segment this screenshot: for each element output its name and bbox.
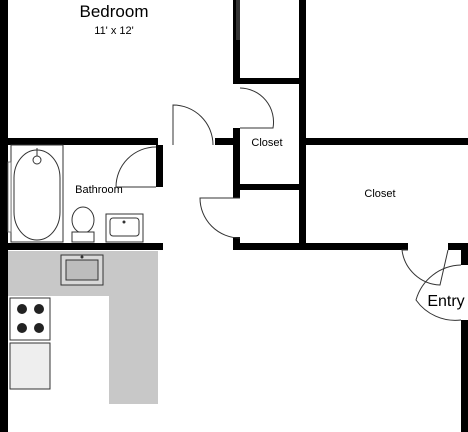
closet-door-lower [401, 249, 449, 286]
bathroom-label: Bathroom [75, 184, 123, 196]
bathroom-door [115, 146, 157, 188]
toilet [71, 206, 95, 243]
closet-door-right [199, 197, 241, 239]
bedroom-door [172, 104, 214, 146]
bedroom-dimensions: 11' x 12' [94, 25, 133, 37]
bathroom-sink [105, 213, 144, 243]
bathroom-window [7, 161, 12, 233]
stove [9, 297, 51, 341]
bedroom-label: Bedroom [80, 2, 149, 21]
doors [115, 87, 462, 321]
entry-door [415, 264, 462, 321]
dishwasher [9, 342, 51, 390]
kitchen-sink [60, 254, 104, 286]
entry-label: Entry [427, 293, 464, 310]
closet-right-label: Closet [364, 188, 395, 200]
closet-door-upper [239, 87, 275, 129]
kitchen-counter [8, 251, 158, 404]
closet-upper-label: Closet [251, 137, 282, 149]
bathtub [10, 144, 64, 243]
